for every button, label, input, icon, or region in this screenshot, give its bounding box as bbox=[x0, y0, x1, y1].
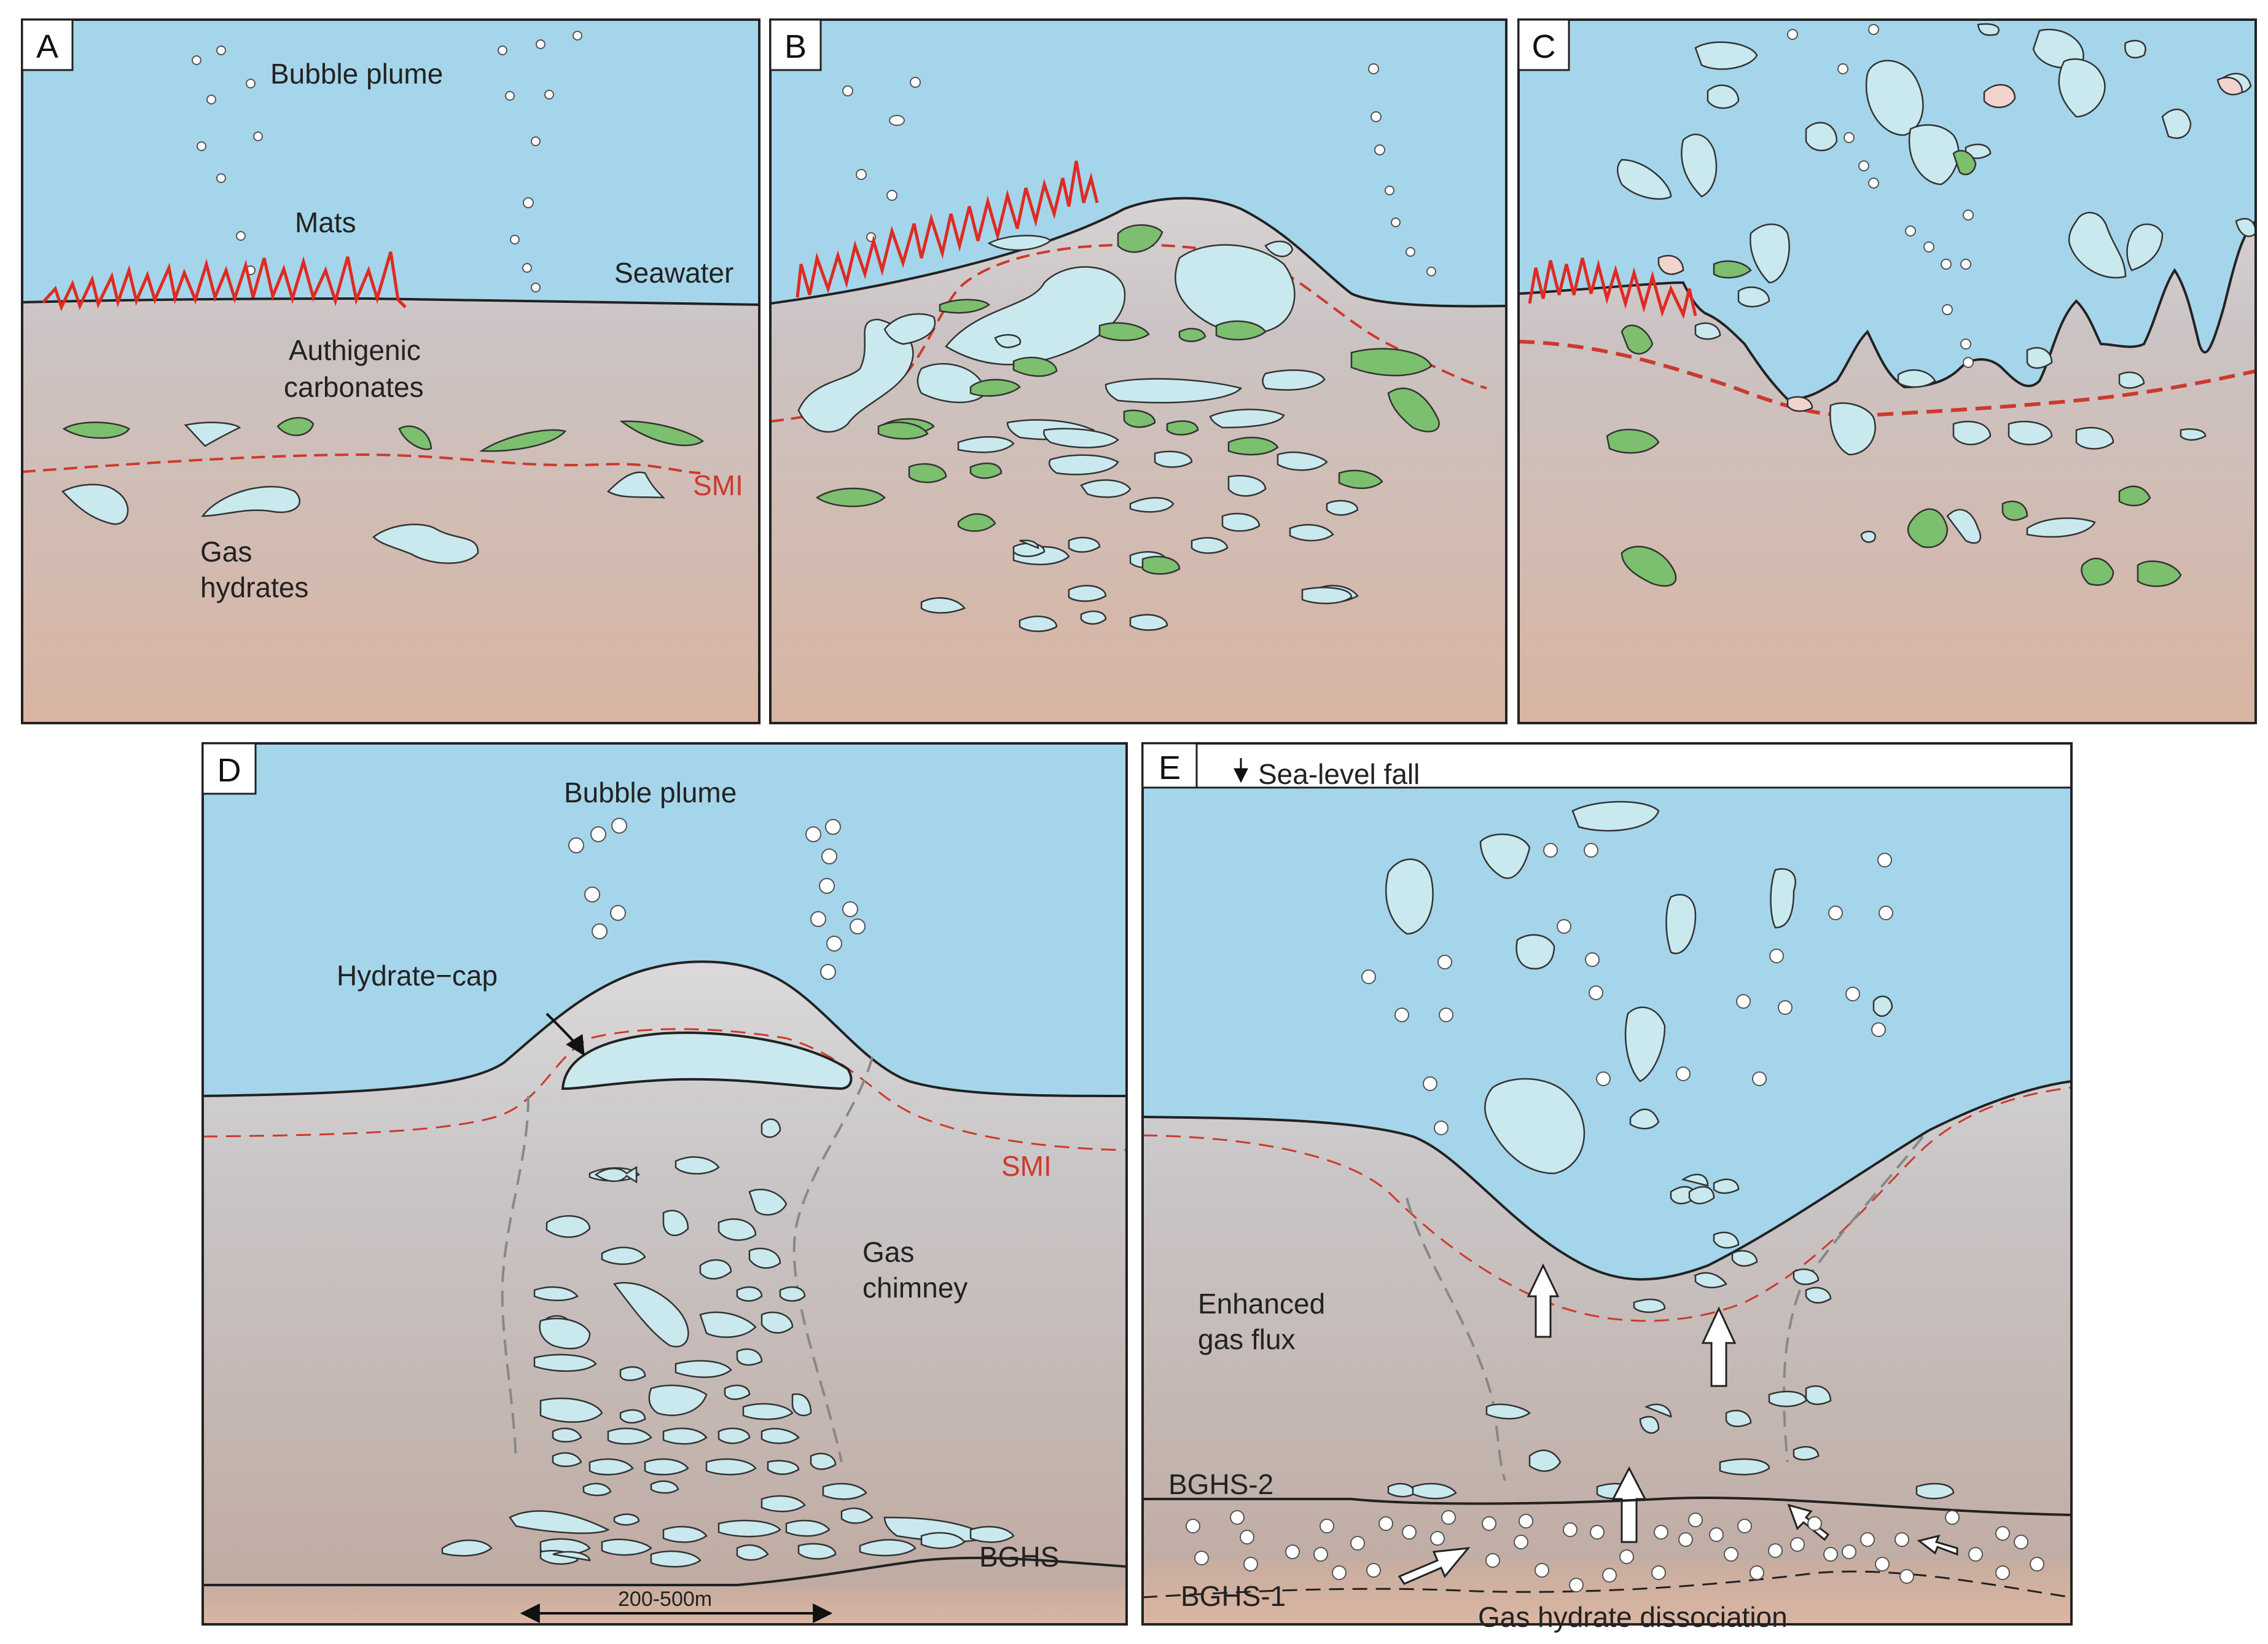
hydrates-d bbox=[441, 1118, 1015, 1568]
mats-c bbox=[1528, 257, 1697, 319]
panel-letter-a: A bbox=[36, 28, 58, 65]
label-mats: Mats bbox=[295, 206, 356, 238]
carbonates-a bbox=[62, 417, 705, 452]
seawater-d bbox=[203, 743, 1127, 1096]
panel-letter-c: C bbox=[1532, 28, 1556, 65]
bghs-d bbox=[203, 1556, 1127, 1587]
hydrates-b bbox=[797, 235, 1359, 632]
panel-e: E Sea-level fall Enhanced gas flux BGHS-… bbox=[1141, 742, 2073, 1633]
label-bghs2: BGHS-2 bbox=[1168, 1468, 1273, 1500]
panel-c: C bbox=[1517, 18, 2257, 724]
label-bubble-plume-a: Bubble plume bbox=[270, 58, 443, 90]
fish-clast-d bbox=[594, 1165, 638, 1184]
panel-letter-b: B bbox=[784, 28, 807, 65]
label-hydrates-a: hydrates bbox=[200, 571, 308, 603]
chimney-right-boundary bbox=[792, 1056, 874, 1463]
label-smi-a: SMI bbox=[693, 469, 743, 501]
label-bghs-d: BGHS bbox=[979, 1541, 1059, 1573]
hydrate-cap bbox=[561, 1031, 853, 1090]
label-hydrate-cap: Hydrate−cap bbox=[337, 960, 498, 992]
smi-line-e bbox=[1142, 1086, 2072, 1322]
bubbles-e bbox=[1361, 843, 1893, 1135]
panel-letter-e: E bbox=[1159, 750, 1181, 786]
flux-left-boundary bbox=[1406, 1197, 1506, 1481]
mound-d bbox=[202, 960, 1127, 1097]
label-authigenic-1: Authigenic bbox=[289, 334, 421, 366]
pink-clasts-c bbox=[1657, 76, 2243, 412]
bubbles-d bbox=[568, 818, 866, 980]
label-enhanced-2: gas flux bbox=[1198, 1323, 1296, 1355]
label-gas-chimney-1: Gas bbox=[862, 1236, 914, 1268]
dissociation-bubbles-e bbox=[1186, 1510, 2044, 1592]
seafloor-a bbox=[22, 297, 760, 306]
hydrates-e bbox=[1385, 800, 1955, 1500]
seafloor-c bbox=[1518, 220, 2257, 401]
label-bghs1: BGHS-1 bbox=[1181, 1580, 1286, 1612]
label-authigenic-2: carbonates bbox=[284, 371, 424, 403]
smi-line-a bbox=[22, 453, 701, 474]
hydrates-c bbox=[1617, 23, 2257, 544]
hydrate-cap-arrow bbox=[545, 1012, 585, 1056]
panel-d: D Bubble plume Hydrate−cap SMI Gas chimn… bbox=[201, 742, 1128, 1626]
label-dissociation: Gas hydrate dissociation bbox=[1478, 1601, 1788, 1633]
mats-a bbox=[42, 251, 407, 311]
panel-b: B bbox=[769, 18, 1507, 724]
panel-letter-d: D bbox=[217, 752, 241, 789]
hydrates-a bbox=[61, 421, 666, 564]
carbonates-c bbox=[1606, 150, 2182, 587]
label-smi-d: SMI bbox=[1001, 1150, 1052, 1182]
seawater-b bbox=[770, 20, 1506, 307]
labels-a: Bubble plume Mats Seawater Authigenic ca… bbox=[200, 58, 743, 603]
seawater-a bbox=[22, 20, 759, 305]
labels-d: Bubble plume Hydrate−cap SMI Gas chimney… bbox=[337, 777, 1059, 1611]
smi-line-d bbox=[202, 1028, 1127, 1151]
bubbles-c bbox=[1787, 24, 1974, 368]
label-gas-chimney-2: chimney bbox=[862, 1272, 968, 1304]
bghs2-line bbox=[1143, 1496, 2072, 1516]
bubbles-b bbox=[842, 63, 1436, 276]
carbonates-b bbox=[815, 224, 1440, 575]
label-seawater: Seawater bbox=[614, 257, 733, 289]
chimney-left-boundary bbox=[501, 1095, 530, 1463]
label-sea-level: Sea-level fall bbox=[1258, 758, 1420, 790]
mound-b bbox=[770, 197, 1507, 308]
bghs1-line bbox=[1142, 1570, 2072, 1599]
label-gas-a: Gas bbox=[200, 536, 252, 568]
mats-b bbox=[796, 160, 1099, 298]
panel-a: A Bubble plume Mats Seawater Authigenic … bbox=[21, 18, 761, 724]
seawater-c bbox=[1519, 20, 2256, 399]
label-enhanced-1: Enhanced bbox=[1198, 1288, 1325, 1320]
trough-e bbox=[1142, 1080, 2072, 1281]
flux-right-boundary bbox=[1783, 1135, 1924, 1463]
label-bubble-plume-d: Bubble plume bbox=[564, 777, 737, 808]
label-scale-d: 200-500m bbox=[618, 1587, 712, 1611]
labels-e: Sea-level fall Enhanced gas flux BGHS-2 … bbox=[1168, 758, 1788, 1633]
bubbles-a bbox=[192, 31, 582, 292]
